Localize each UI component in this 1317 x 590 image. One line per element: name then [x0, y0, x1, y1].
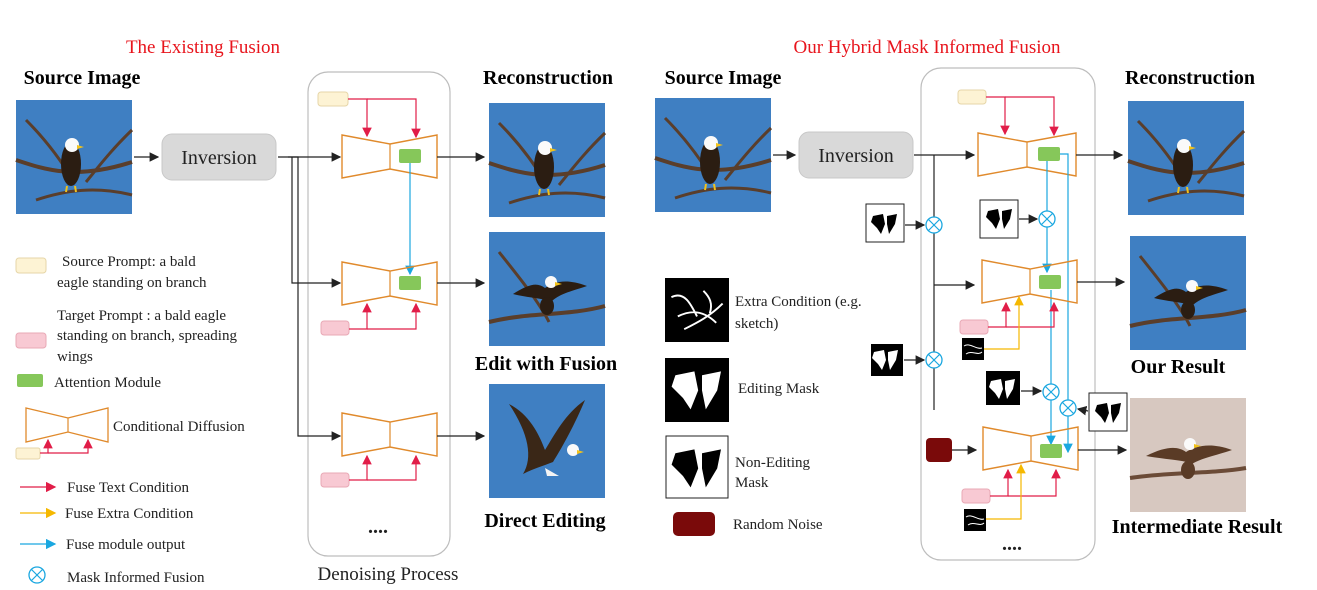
right-target-prompt-box-2: [959, 319, 989, 335]
left-text-arrow-2a: [349, 302, 372, 330]
legend-unet-prompt-swatch: [15, 447, 41, 460]
legend-target-prompt-2: standing on branch, spreading: [57, 328, 237, 344]
legend-extra-condition-2: sketch): [735, 316, 778, 332]
legend-target-prompt-swatch: [15, 332, 47, 349]
left-inversion-box: [161, 133, 277, 181]
legend-non-editing-2: Mask: [735, 475, 769, 491]
legend-fuse-text: Fuse Text Condition: [67, 480, 190, 496]
left-direct-editing-label: Direct Editing: [484, 510, 605, 532]
right-module-line-b: [1060, 153, 1069, 400]
right-reconstruction-label: Reconstruction: [1125, 67, 1255, 89]
legend-conditional-diffusion: Conditional Diffusion: [113, 419, 245, 435]
legend-source-prompt-2: eagle standing on branch: [57, 275, 207, 291]
left-branch-line: [278, 156, 342, 441]
legend-attention-swatch: [17, 374, 43, 387]
left-text-arrow-1b: [367, 98, 421, 139]
left-target-prompt-box-3: [320, 472, 350, 488]
left-denoising-panel: [307, 71, 451, 557]
left-text-arrow-2b: [367, 302, 421, 330]
right-mask-box-1: [865, 203, 905, 243]
left-source-prompt-box: [317, 91, 349, 107]
legend-random-noise-swatch: [673, 512, 715, 536]
left-source-image: [14, 98, 134, 216]
legend-target-prompt-1: Target Prompt : a bald eagle: [57, 308, 226, 324]
left-attention-2: [399, 276, 421, 290]
legend-attention-label: Attention Module: [54, 375, 161, 391]
legend-unet-swatch: [25, 407, 109, 443]
legend-non-editing-1: Non-Editing: [735, 455, 810, 471]
legend-fuse-module: Fuse module output: [66, 537, 186, 553]
right-intermediate-image: [1128, 396, 1248, 514]
legend-target-prompt-3: wings: [57, 349, 93, 365]
left-edit-fusion-label: Edit with Fusion: [475, 353, 617, 375]
right-inversion-label: Inversion: [818, 145, 894, 167]
right-extra-arrow-2: [984, 295, 1024, 350]
left-text-arrow-1a: [348, 98, 372, 138]
right-attention-2: [1039, 275, 1061, 289]
right-mask-fusion-3: [1038, 210, 1056, 228]
left-branch-b: [291, 157, 342, 288]
right-mask-fusion-2: [925, 351, 943, 369]
right-mask-fusion-1: [925, 216, 943, 234]
left-reconstruction-image: [487, 101, 607, 219]
right-random-noise-box: [926, 438, 952, 462]
right-inversion-box: [798, 131, 914, 179]
left-reconstruction-label: Reconstruction: [483, 67, 613, 89]
right-source-label: Source Image: [665, 67, 782, 89]
right-attention-1: [1038, 147, 1060, 161]
left-attention-1: [399, 149, 421, 163]
left-text-arrow-3b: [367, 454, 421, 481]
legend-source-prompt-1: Source Prompt: a bald: [62, 254, 196, 270]
legend-fuse-extra: Fuse Extra Condition: [65, 506, 194, 522]
left-inversion-label: Inversion: [181, 147, 257, 169]
right-sketch-thumb-2: [962, 338, 984, 360]
left-title: The Existing Fusion: [126, 37, 281, 58]
left-denoising-label: Denoising Process: [318, 564, 459, 585]
right-attention-3: [1040, 444, 1062, 458]
legend-extra-condition-1: Extra Condition (e.g.: [735, 294, 862, 310]
left-dots: ....: [368, 516, 388, 538]
legend-editing-mask: Editing Mask: [738, 381, 820, 397]
left-text-arrow-3a: [349, 454, 372, 481]
right-denoising-panel: [920, 67, 1096, 561]
legend-random-noise: Random Noise: [733, 517, 823, 533]
legend-source-prompt-swatch: [15, 257, 47, 274]
right-title: Our Hybrid Mask Informed Fusion: [793, 37, 1061, 58]
legend-mask-informed: Mask Informed Fusion: [67, 570, 205, 586]
right-source-image: [653, 96, 773, 214]
left-source-label: Source Image: [24, 67, 141, 89]
right-our-result-label: Our Result: [1131, 356, 1226, 378]
right-mask-fusion-5: [1059, 399, 1077, 417]
right-dots: ....: [1002, 533, 1022, 555]
legend-mask-fusion-icon: [28, 566, 46, 584]
legend-extra-condition-swatch: [664, 277, 730, 343]
right-our-result-image: [1128, 234, 1248, 352]
left-edit-fusion-image: [487, 230, 607, 348]
right-sketch-thumb-3: [964, 509, 986, 531]
right-source-prompt-box: [957, 89, 987, 105]
right-target-prompt-box-3: [961, 488, 991, 504]
right-extra-arrow-3: [986, 463, 1026, 520]
right-reconstruction-image: [1126, 99, 1246, 217]
right-intermediate-label: Intermediate Result: [1112, 516, 1283, 538]
right-mask-fusion-4: [1042, 383, 1060, 401]
left-target-prompt-box-2: [320, 320, 350, 336]
left-direct-editing-image: [489, 384, 605, 498]
